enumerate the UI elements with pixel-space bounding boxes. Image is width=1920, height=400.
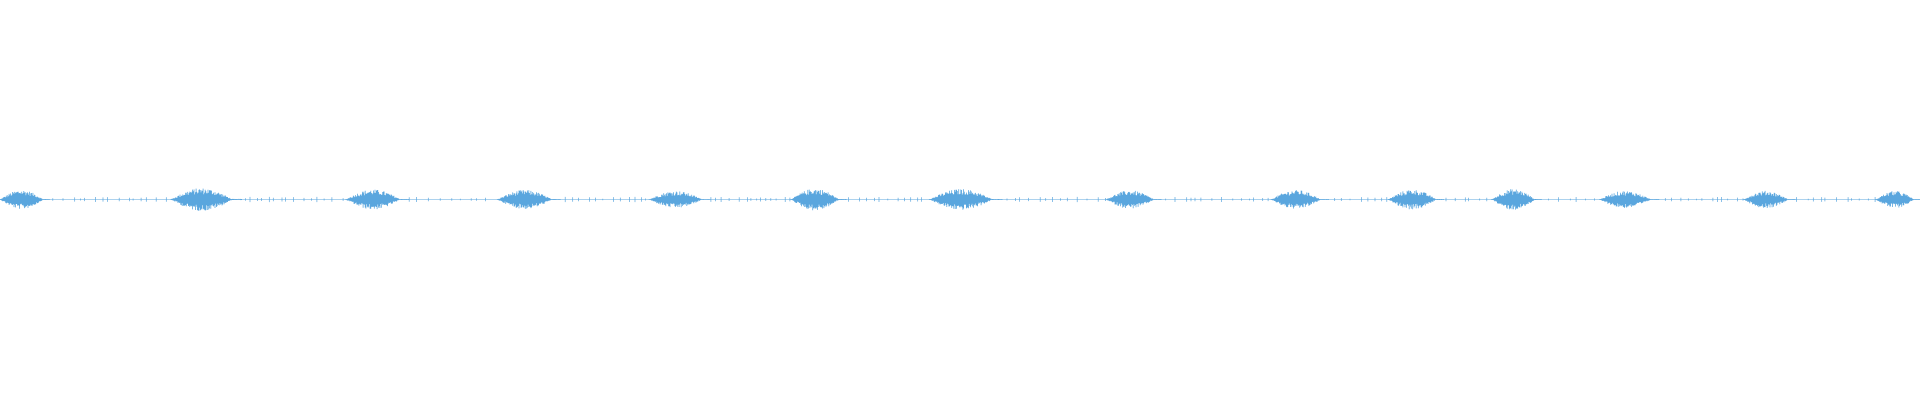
waveform-bars <box>0 188 1920 211</box>
waveform-burst <box>1270 190 1329 209</box>
waveform-burst <box>345 189 409 210</box>
waveform-burst <box>496 190 561 209</box>
waveform-burst <box>1743 190 1796 208</box>
waveform-burst <box>1875 191 1920 208</box>
waveform-burst <box>1491 189 1542 210</box>
waveform-burst <box>0 191 51 209</box>
waveform-burst <box>170 188 242 211</box>
waveform-burst <box>1599 191 1660 208</box>
waveform-burst <box>1387 190 1444 210</box>
waveform-burst <box>790 189 847 211</box>
waveform-burst <box>928 189 1003 210</box>
waveform-noise <box>52 196 1876 203</box>
waveform-burst <box>1105 190 1162 209</box>
waveform-burst <box>648 191 711 208</box>
